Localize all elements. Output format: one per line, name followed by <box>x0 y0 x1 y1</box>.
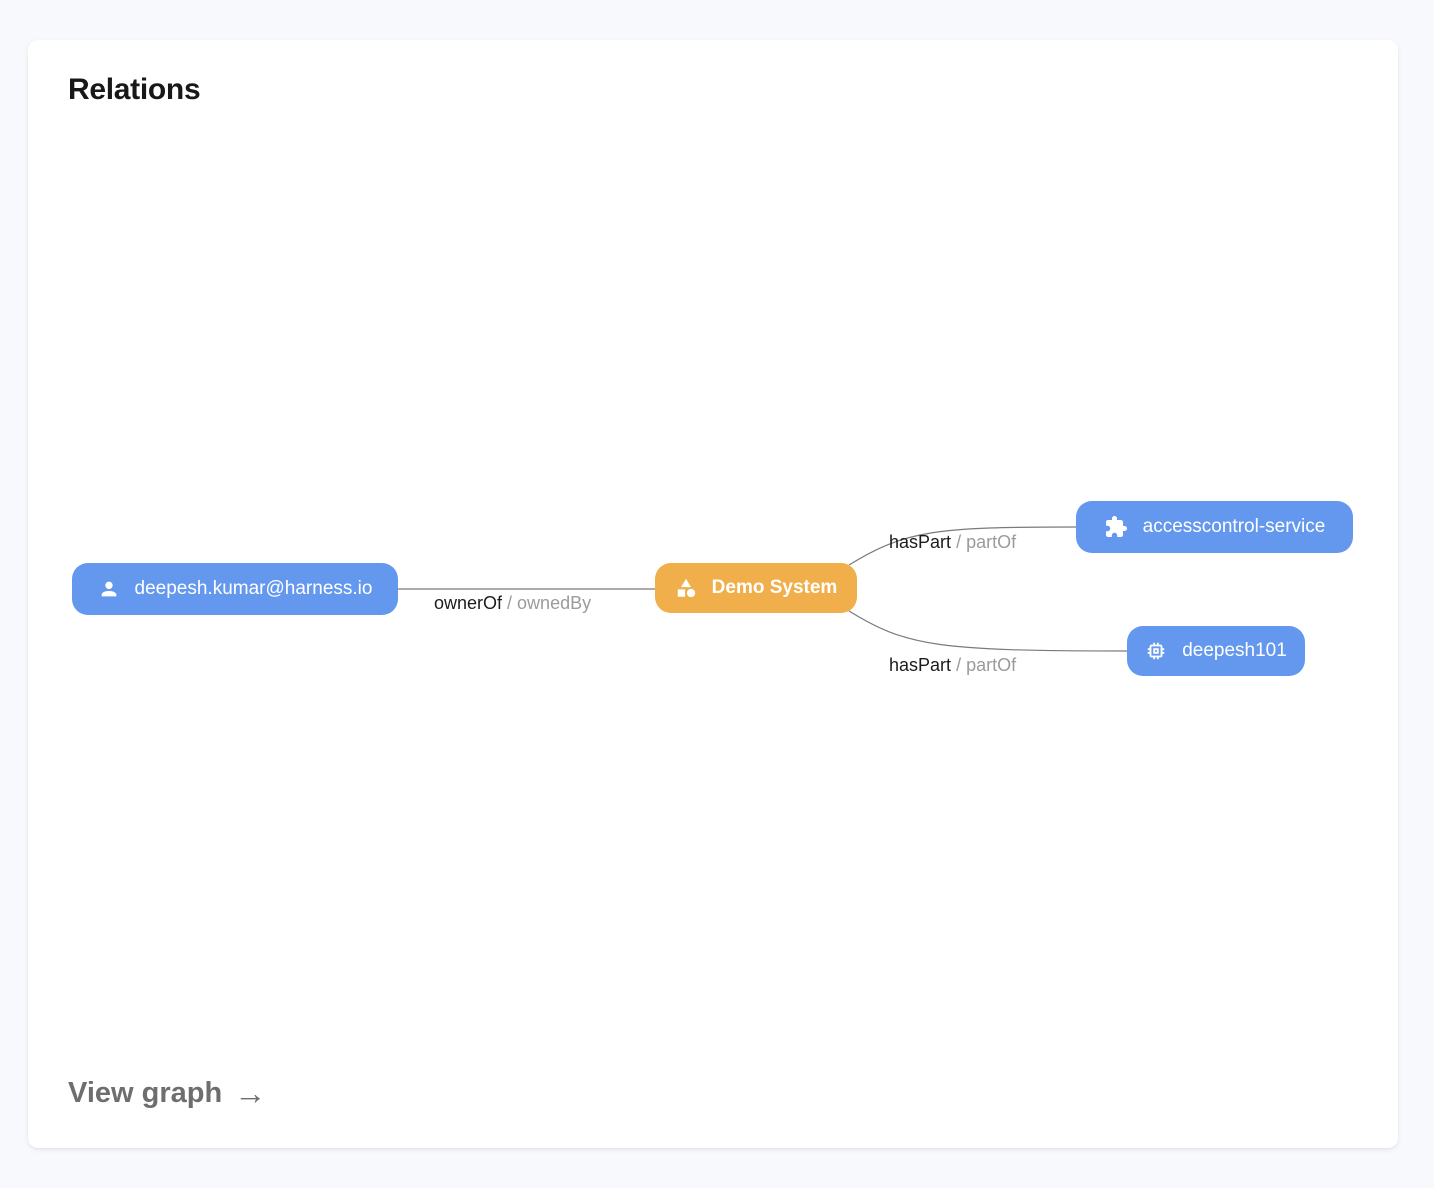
view-graph-label: View graph <box>68 1077 223 1109</box>
edge-label-secondary: / partOf <box>956 655 1017 675</box>
person-icon <box>98 578 120 600</box>
arrow-right-icon: → <box>234 1074 267 1111</box>
edge-haspart-bottom-line <box>848 610 1128 652</box>
edge-label-haspart-partof-top: hasPart / partOf <box>889 532 1016 553</box>
node-user-deepesh-kumar[interactable]: deepesh.kumar@harness.io <box>72 563 398 615</box>
node-label: Demo System <box>711 577 838 598</box>
node-label: deepesh101 <box>1182 640 1287 661</box>
node-label: deepesh.kumar@harness.io <box>134 578 373 599</box>
edge-label-ownerof-ownedby: ownerOf / ownedBy <box>434 593 591 614</box>
relations-card: Relations deepesh.kumar@harness.io Demo … <box>28 40 1398 1148</box>
node-accesscontrol-service[interactable]: accesscontrol-service <box>1076 501 1353 553</box>
edge-label-haspart-partof-bottom: hasPart / partOf <box>889 655 1016 676</box>
category-icon <box>675 577 697 599</box>
edge-label-secondary: / partOf <box>956 532 1017 552</box>
node-demo-system[interactable]: Demo System <box>655 563 857 613</box>
edge-label-primary: hasPart <box>889 655 952 675</box>
edge-label-secondary: / ownedBy <box>507 593 592 613</box>
view-graph-link[interactable]: View graph → <box>68 1077 266 1110</box>
edge-label-primary: hasPart <box>889 532 952 552</box>
card-title: Relations <box>68 73 201 106</box>
node-label: accesscontrol-service <box>1142 516 1326 537</box>
chip-icon <box>1145 640 1167 662</box>
node-deepesh101[interactable]: deepesh101 <box>1127 626 1305 676</box>
puzzle-icon <box>1104 515 1128 539</box>
edge-label-primary: ownerOf <box>434 593 503 613</box>
